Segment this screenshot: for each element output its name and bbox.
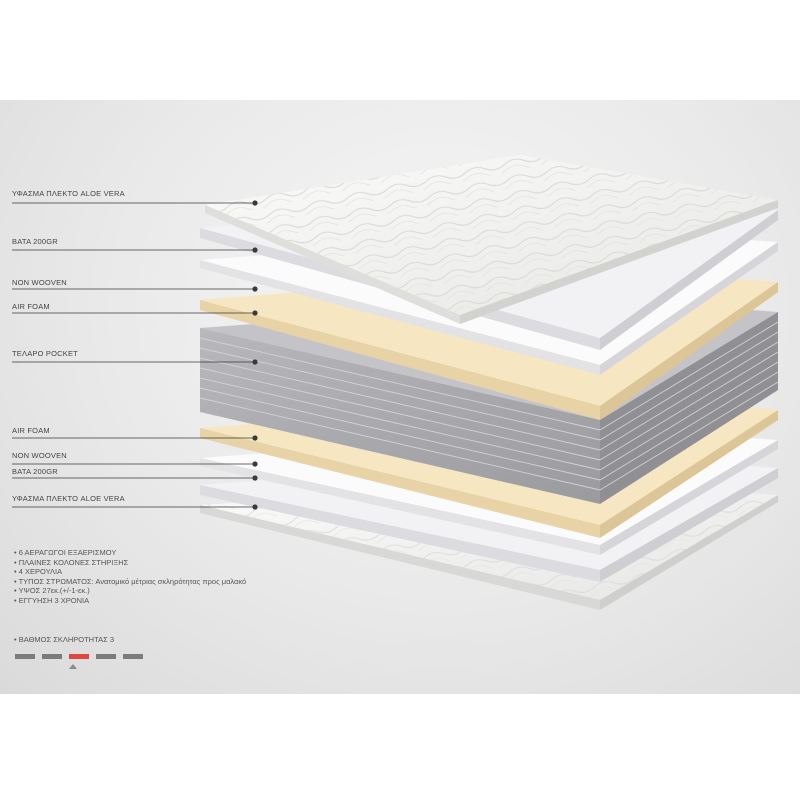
label-top-non-woven: NON WOOVEN xyxy=(12,278,67,287)
label-top-air-foam: AIR FOAM xyxy=(12,302,50,311)
firmness-segment xyxy=(42,654,62,659)
feature-item: ΥΨΟΣ 27εκ.(+/-1-εκ.) xyxy=(14,586,246,596)
firmness-label: ΒΑΘΜΟΣ ΣΚΛΗΡΟΤΗΤΑΣ 3 xyxy=(14,635,114,644)
mattress-layers-illustration xyxy=(12,155,779,610)
leader-lines xyxy=(12,202,255,508)
label-bottom-air-foam: AIR FOAM xyxy=(12,426,50,435)
product-infographic: ΥΦΑΣΜΑ ΠΛΕΚΤΟ ALOE VERA ΒΑΤΑ 200gr NON W… xyxy=(0,100,800,694)
firmness-scale xyxy=(15,654,143,659)
feature-item: ΕΓΓΥΗΣΗ 3 ΧΡΟΝΙΑ xyxy=(14,596,246,606)
feature-list: 6 ΑΕΡΑΓΩΓΟΙ ΕΞΑΕΡΙΣΜΟΥ ΠΛΑΙΝΕΣ ΚΟΛΟΝΕΣ Σ… xyxy=(14,548,247,606)
firmness-segment xyxy=(15,654,35,659)
leader-dots xyxy=(252,200,258,510)
label-top-wadding: ΒΑΤΑ 200gr xyxy=(12,237,58,246)
top-fabric-layer xyxy=(205,155,778,324)
feature-item: ΠΛΑΙΝΕΣ ΚΟΛΟΝΕΣ ΣΤΗΡΙΞΗΣ xyxy=(14,558,246,568)
label-bottom-non-woven: NON WOOVEN xyxy=(12,451,67,460)
firmness-pointer-icon xyxy=(69,664,77,669)
firmness-segment-active xyxy=(69,654,89,659)
label-top-fabric: ΥΦΑΣΜΑ ΠΛΕΚΤΟ ALOE VERA xyxy=(12,189,125,198)
feature-item: ΤΥΠΟΣ ΣΤΡΩΜΑΤΟΣ: Ανατομικό μέτριας σκληρ… xyxy=(14,577,247,587)
label-bottom-wadding: ΒΑΤΑ 200gr xyxy=(12,467,58,476)
feature-item: 4 ΧΕΡΟΥΛΙΑ xyxy=(14,567,246,577)
firmness-segment xyxy=(96,654,116,659)
feature-item: 6 ΑΕΡΑΓΩΓΟΙ ΕΞΑΕΡΙΣΜΟΥ xyxy=(14,548,246,558)
label-core-pocket: ΤΕΛΑΡΟ POCKET xyxy=(12,349,78,358)
firmness-segment xyxy=(123,654,143,659)
label-bottom-fabric: ΥΦΑΣΜΑ ΠΛΕΚΤΟ ALOE VERA xyxy=(12,494,125,503)
